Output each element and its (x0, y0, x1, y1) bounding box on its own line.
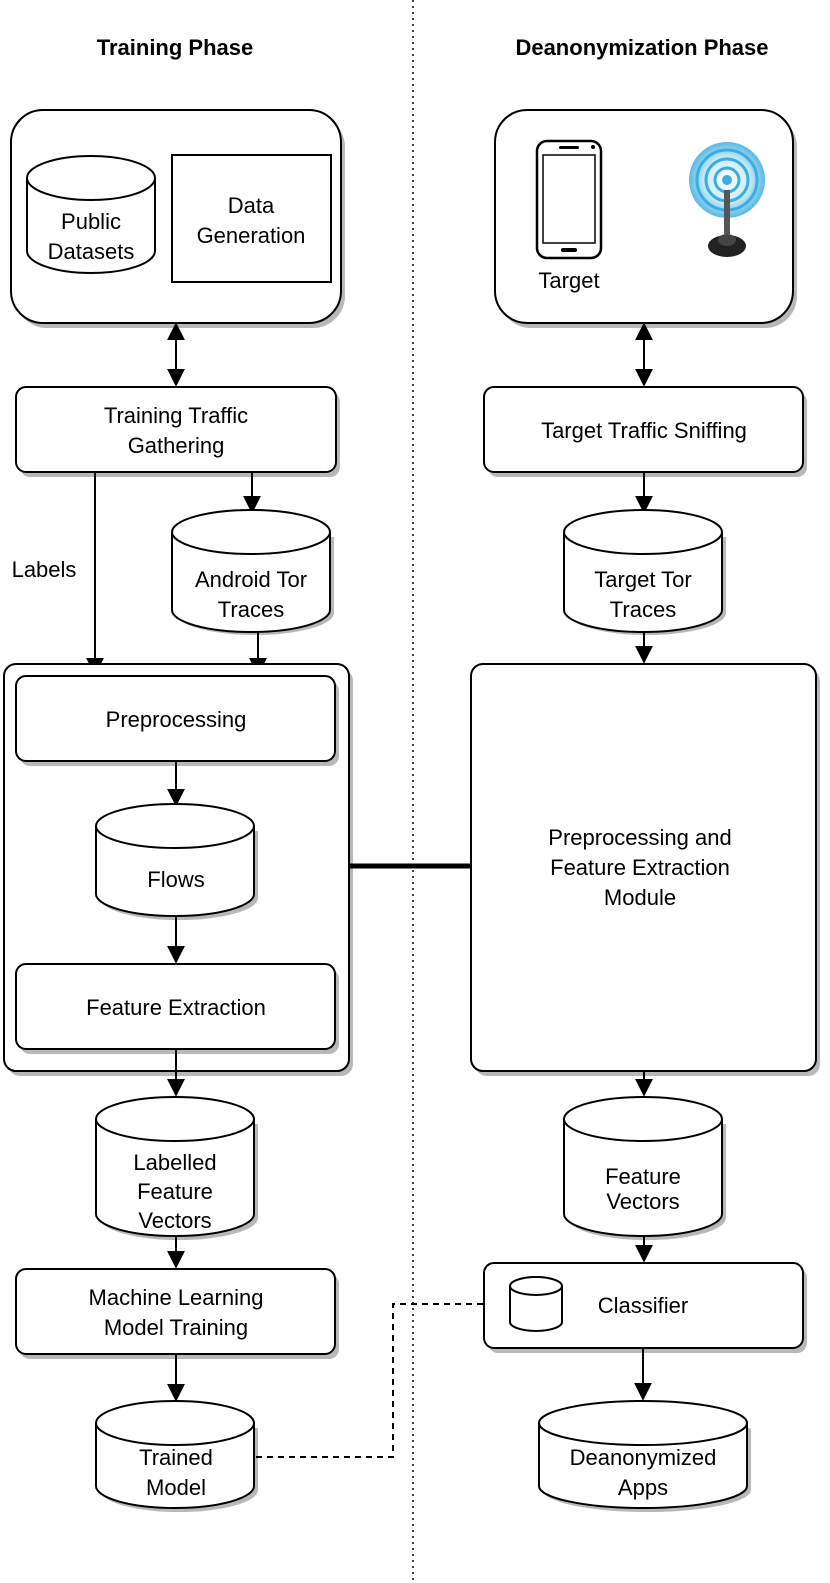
flows-label: Flows (147, 867, 204, 892)
target-tor-traces-cylinder: Target Tor Traces (563, 509, 726, 635)
model-to-classifier-dashed-arrow (256, 1295, 507, 1458)
ml-training-label-1: Machine Learning (89, 1285, 264, 1310)
preprocessing-label: Preprocessing (106, 707, 247, 732)
data-generation-label-1: Data (228, 193, 275, 218)
deanonymized-apps-label-2: Apps (618, 1475, 668, 1500)
public-datasets-label-2: Datasets (48, 239, 135, 264)
data-generation-label-2: Generation (197, 223, 306, 248)
preprocessing-box: Preprocessing (15, 675, 339, 766)
flows-cylinder: Flows (95, 803, 258, 920)
traffic-gathering-label-1: Training Traffic (104, 403, 248, 428)
classifier-box: Classifier (483, 1262, 807, 1353)
ml-model-training-box: Machine Learning Model Training (15, 1268, 339, 1359)
feature-vectors-label-1: Feature (605, 1164, 681, 1189)
training-traffic-gathering-box: Training Traffic Gathering (15, 386, 340, 477)
target-traffic-sniffing-box: Target Traffic Sniffing (483, 386, 807, 477)
feature-extraction-box: Feature Extraction (15, 963, 339, 1054)
training-phase-title: Training Phase (97, 35, 254, 60)
data-generation-box: Data Generation (171, 154, 332, 283)
public-datasets-label-1: Public (61, 209, 121, 234)
sniffing-label: Target Traffic Sniffing (541, 418, 747, 443)
feature-vectors-cylinder: Feature Vectors (563, 1096, 726, 1240)
deanonymization-phase-title: Deanonymization Phase (515, 35, 768, 60)
classifier-label: Classifier (598, 1293, 688, 1318)
target-traces-label-2: Traces (610, 597, 676, 622)
labels-text: Labels (12, 557, 77, 582)
feature-extraction-label: Feature Extraction (86, 995, 266, 1020)
labelled-feature-vectors-cylinder: Labelled Feature Vectors (95, 1096, 258, 1240)
module-label-2: Feature Extraction (550, 855, 730, 880)
target-label: Target (538, 268, 599, 293)
public-datasets-cylinder: Public Datasets (26, 155, 156, 274)
target-traces-label-1: Target Tor (594, 567, 691, 592)
deanonymized-apps-label-1: Deanonymized (570, 1445, 717, 1470)
classifier-model-icon (509, 1276, 563, 1332)
module-label-3: Module (604, 885, 676, 910)
deanonymized-apps-cylinder: Deanonymized Apps (538, 1400, 751, 1512)
android-traces-label-1: Android Tor (195, 567, 307, 592)
wireless-antenna-icon (689, 142, 765, 257)
feature-extraction-module-box: Preprocessing and Feature Extraction Mod… (470, 663, 820, 1076)
labelled-vectors-label-3: Vectors (138, 1208, 211, 1233)
module-label-1: Preprocessing and (548, 825, 731, 850)
labelled-vectors-label-1: Labelled (133, 1150, 216, 1175)
trained-model-cylinder: Trained Model (95, 1400, 258, 1512)
android-traces-label-2: Traces (218, 597, 284, 622)
trained-model-label-1: Trained (139, 1445, 213, 1470)
ml-training-label-2: Model Training (104, 1315, 248, 1340)
smartphone-icon (535, 139, 603, 260)
trained-model-label-2: Model (146, 1475, 206, 1500)
labelled-vectors-label-2: Feature (137, 1179, 213, 1204)
android-tor-traces-cylinder: Android Tor Traces (171, 509, 334, 635)
traffic-gathering-label-2: Gathering (128, 433, 225, 458)
feature-vectors-label-2: Vectors (606, 1189, 679, 1214)
